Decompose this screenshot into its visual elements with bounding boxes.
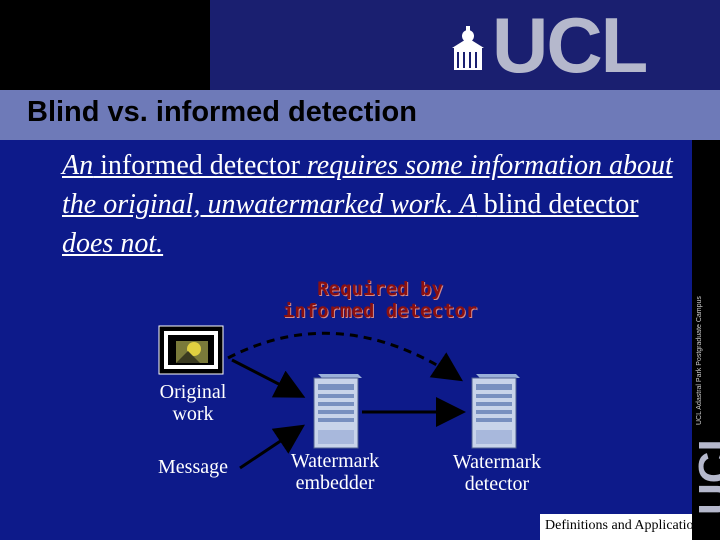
definition-part: requires some information about the orig… — [62, 150, 673, 220]
definition-part: informed detector — [93, 150, 307, 181]
detector-server-icon — [468, 374, 520, 450]
header-black-block — [0, 0, 210, 90]
definition-part: An — [62, 150, 94, 181]
original-work-label: Original work — [148, 381, 238, 425]
title-band — [0, 90, 720, 140]
picture-icon — [158, 325, 224, 375]
embedder-label: Watermark embedder — [275, 450, 395, 494]
label-line: Watermark — [452, 451, 542, 473]
dashed-arrow — [227, 331, 464, 382]
footer-text: Definitions and Applications — [545, 518, 706, 533]
label-line: detector — [464, 473, 530, 495]
embedder-server-icon — [310, 374, 362, 450]
embed-arrow — [231, 358, 306, 398]
required-line: informed detector — [282, 300, 478, 322]
side-strip — [692, 140, 720, 540]
ucl-logo-text: UCL — [492, 1, 648, 89]
label-line: Watermark — [290, 450, 380, 472]
page-title: Blind vs. informed detection — [27, 96, 417, 128]
label-line: embedder — [295, 472, 375, 494]
footer-background — [540, 514, 692, 540]
required-line: Required by — [317, 278, 443, 300]
label-line: Original — [159, 381, 227, 403]
ucl-logo: UCL — [440, 1, 690, 93]
detector-label: Watermark detector — [437, 451, 557, 495]
definition-part: blind detector — [476, 189, 639, 220]
definition-text: An informed detector requires some infor… — [62, 146, 682, 263]
label-line: work — [172, 403, 214, 425]
side-caption: UCL Adastral Park Postgraduate Campus — [696, 296, 703, 425]
side-ucl-logo: UCL — [690, 424, 720, 515]
required-label: Required by informed detector — [270, 278, 490, 322]
definition-part: does not. — [62, 228, 164, 259]
portico-icon — [452, 26, 484, 70]
message-label: Message — [158, 456, 228, 478]
